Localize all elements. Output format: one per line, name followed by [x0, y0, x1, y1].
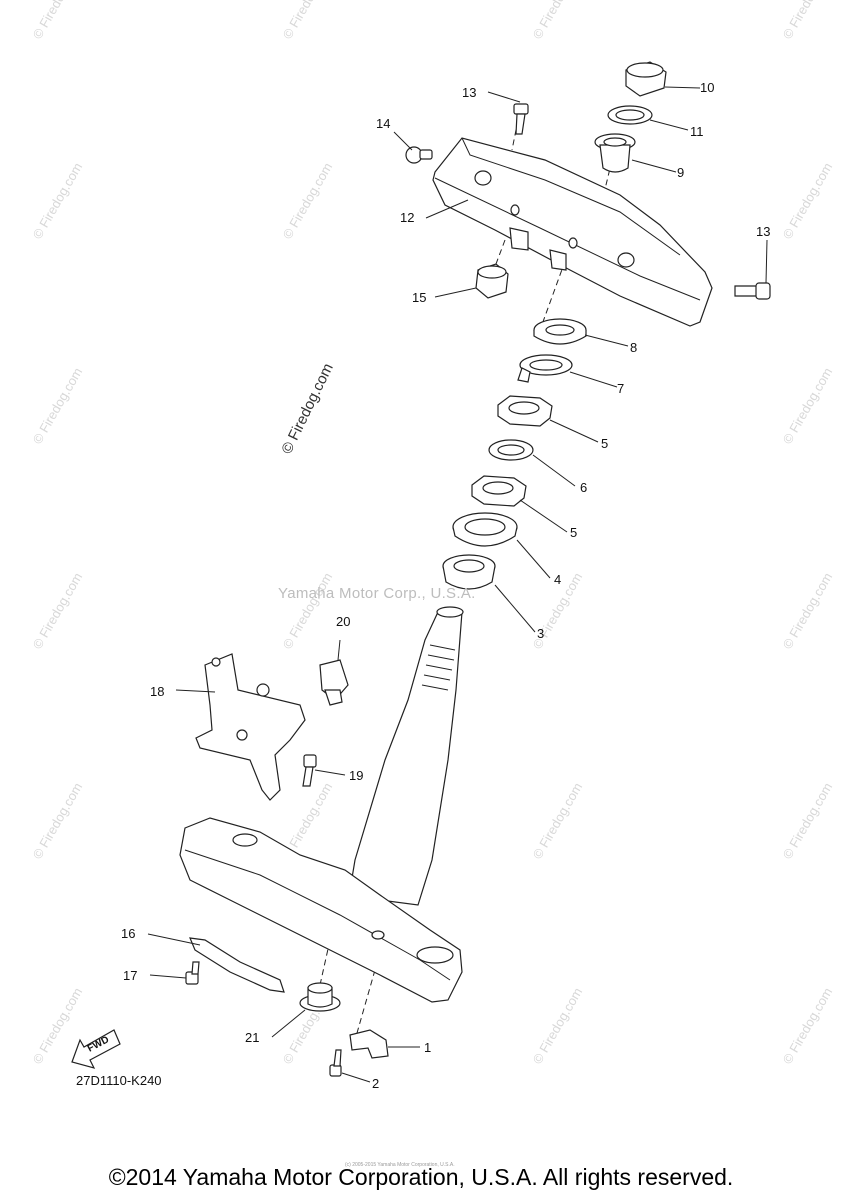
callout-number: 13: [462, 85, 476, 100]
bolt: [734, 282, 771, 300]
watermark-center-text: Yamaha Motor Corp., U.S.A.: [278, 585, 476, 602]
callout-number: 3: [537, 626, 544, 641]
callout-number: 8: [630, 340, 637, 355]
callout-number: 1: [424, 1040, 431, 1055]
upper-bracket: [432, 137, 713, 327]
watermark-text: © Firedog.com: [30, 160, 86, 242]
watermark-text: © Firedog.com: [280, 570, 336, 652]
watermark-text: © Firedog.com: [30, 780, 86, 862]
watermark-text: © Firedog.com: [530, 780, 586, 862]
ring-nut: [471, 475, 527, 507]
callout-number: 15: [412, 290, 426, 305]
watermark-text: © Firedog.com: [280, 160, 336, 242]
bolt: [185, 961, 200, 985]
clamp: [319, 659, 349, 706]
callout-number: 5: [601, 436, 608, 451]
callout-number: 5: [570, 525, 577, 540]
guide-plate: [189, 937, 285, 993]
steering-stem-nut: [625, 61, 667, 97]
bolt: [302, 754, 317, 787]
diagram-code: 27D1110-K240: [76, 1073, 162, 1088]
callout-number: 20: [336, 614, 350, 629]
callout-number: 9: [677, 165, 684, 180]
watermark-text: © Firedog.com: [280, 0, 336, 42]
watermark-text: © Firedog.com: [30, 0, 86, 42]
watermark-text: © Firedog.com: [780, 780, 836, 862]
seal: [533, 318, 587, 345]
watermark-text: © Firedog.com: [780, 0, 836, 42]
cap-bolt: [405, 146, 433, 164]
lower-bracket: [179, 817, 463, 1003]
watermark-text: © Firedog.com: [780, 365, 836, 447]
collar: [299, 982, 341, 1012]
callout-number: 21: [245, 1030, 259, 1045]
callout-number: 11: [690, 124, 704, 139]
bearing-race: [452, 512, 518, 547]
callout-number: 12: [400, 210, 414, 225]
watermark-text: © Firedog.com: [530, 0, 586, 42]
bolt: [513, 103, 529, 135]
watermark-text: © Firedog.com: [30, 365, 86, 447]
watermark-text: © Firedog.com: [780, 570, 836, 652]
callout-number: 19: [349, 768, 363, 783]
callout-number: 17: [123, 968, 137, 983]
assembly-center-line: [489, 109, 613, 331]
bracket: [195, 653, 306, 801]
watermark-text: © Firedog.com: [30, 570, 86, 652]
bearing: [442, 554, 496, 590]
callout-number: 18: [150, 684, 164, 699]
lock-washer: [517, 354, 573, 383]
clip: [349, 1029, 389, 1059]
callout-number: 13: [756, 224, 770, 239]
watermark-text: © Firedog.com: [780, 985, 836, 1067]
callout-number: 4: [554, 572, 561, 587]
callout-number: 7: [617, 381, 624, 396]
callout-number: 16: [121, 926, 135, 941]
watermark-text-dark: © Firedog.com: [278, 361, 337, 457]
callout-number: 10: [700, 80, 714, 95]
watermark-text: © Firedog.com: [530, 985, 586, 1067]
ring-nut: [497, 395, 553, 427]
callout-number: 6: [580, 480, 587, 495]
screw: [329, 1049, 342, 1077]
collar: [594, 133, 636, 173]
steering-stem: [349, 606, 464, 906]
callout-numbers: 1 2 3 4 5 5 6 7 8 9 10 11 12 13 13 14 15…: [121, 80, 770, 1091]
callout-number: 2: [372, 1076, 379, 1091]
leader-lines: [147, 86, 768, 1083]
watermark-text: © Firedog.com: [780, 160, 836, 242]
copyright-footer: ©2014 Yamaha Motor Corporation, U.S.A. A…: [108, 1164, 734, 1190]
callout-number: 14: [376, 116, 390, 131]
watermark-grid: © Firedog.com © Firedog.com © Firedog.co…: [30, 0, 836, 1067]
forward-arrow-icon: [71, 1029, 121, 1069]
nut: [475, 263, 509, 299]
assembly-center-line: [319, 939, 376, 1041]
fine-print: (c) 2005-2015 Yamaha Motor Corporation, …: [345, 1162, 455, 1168]
